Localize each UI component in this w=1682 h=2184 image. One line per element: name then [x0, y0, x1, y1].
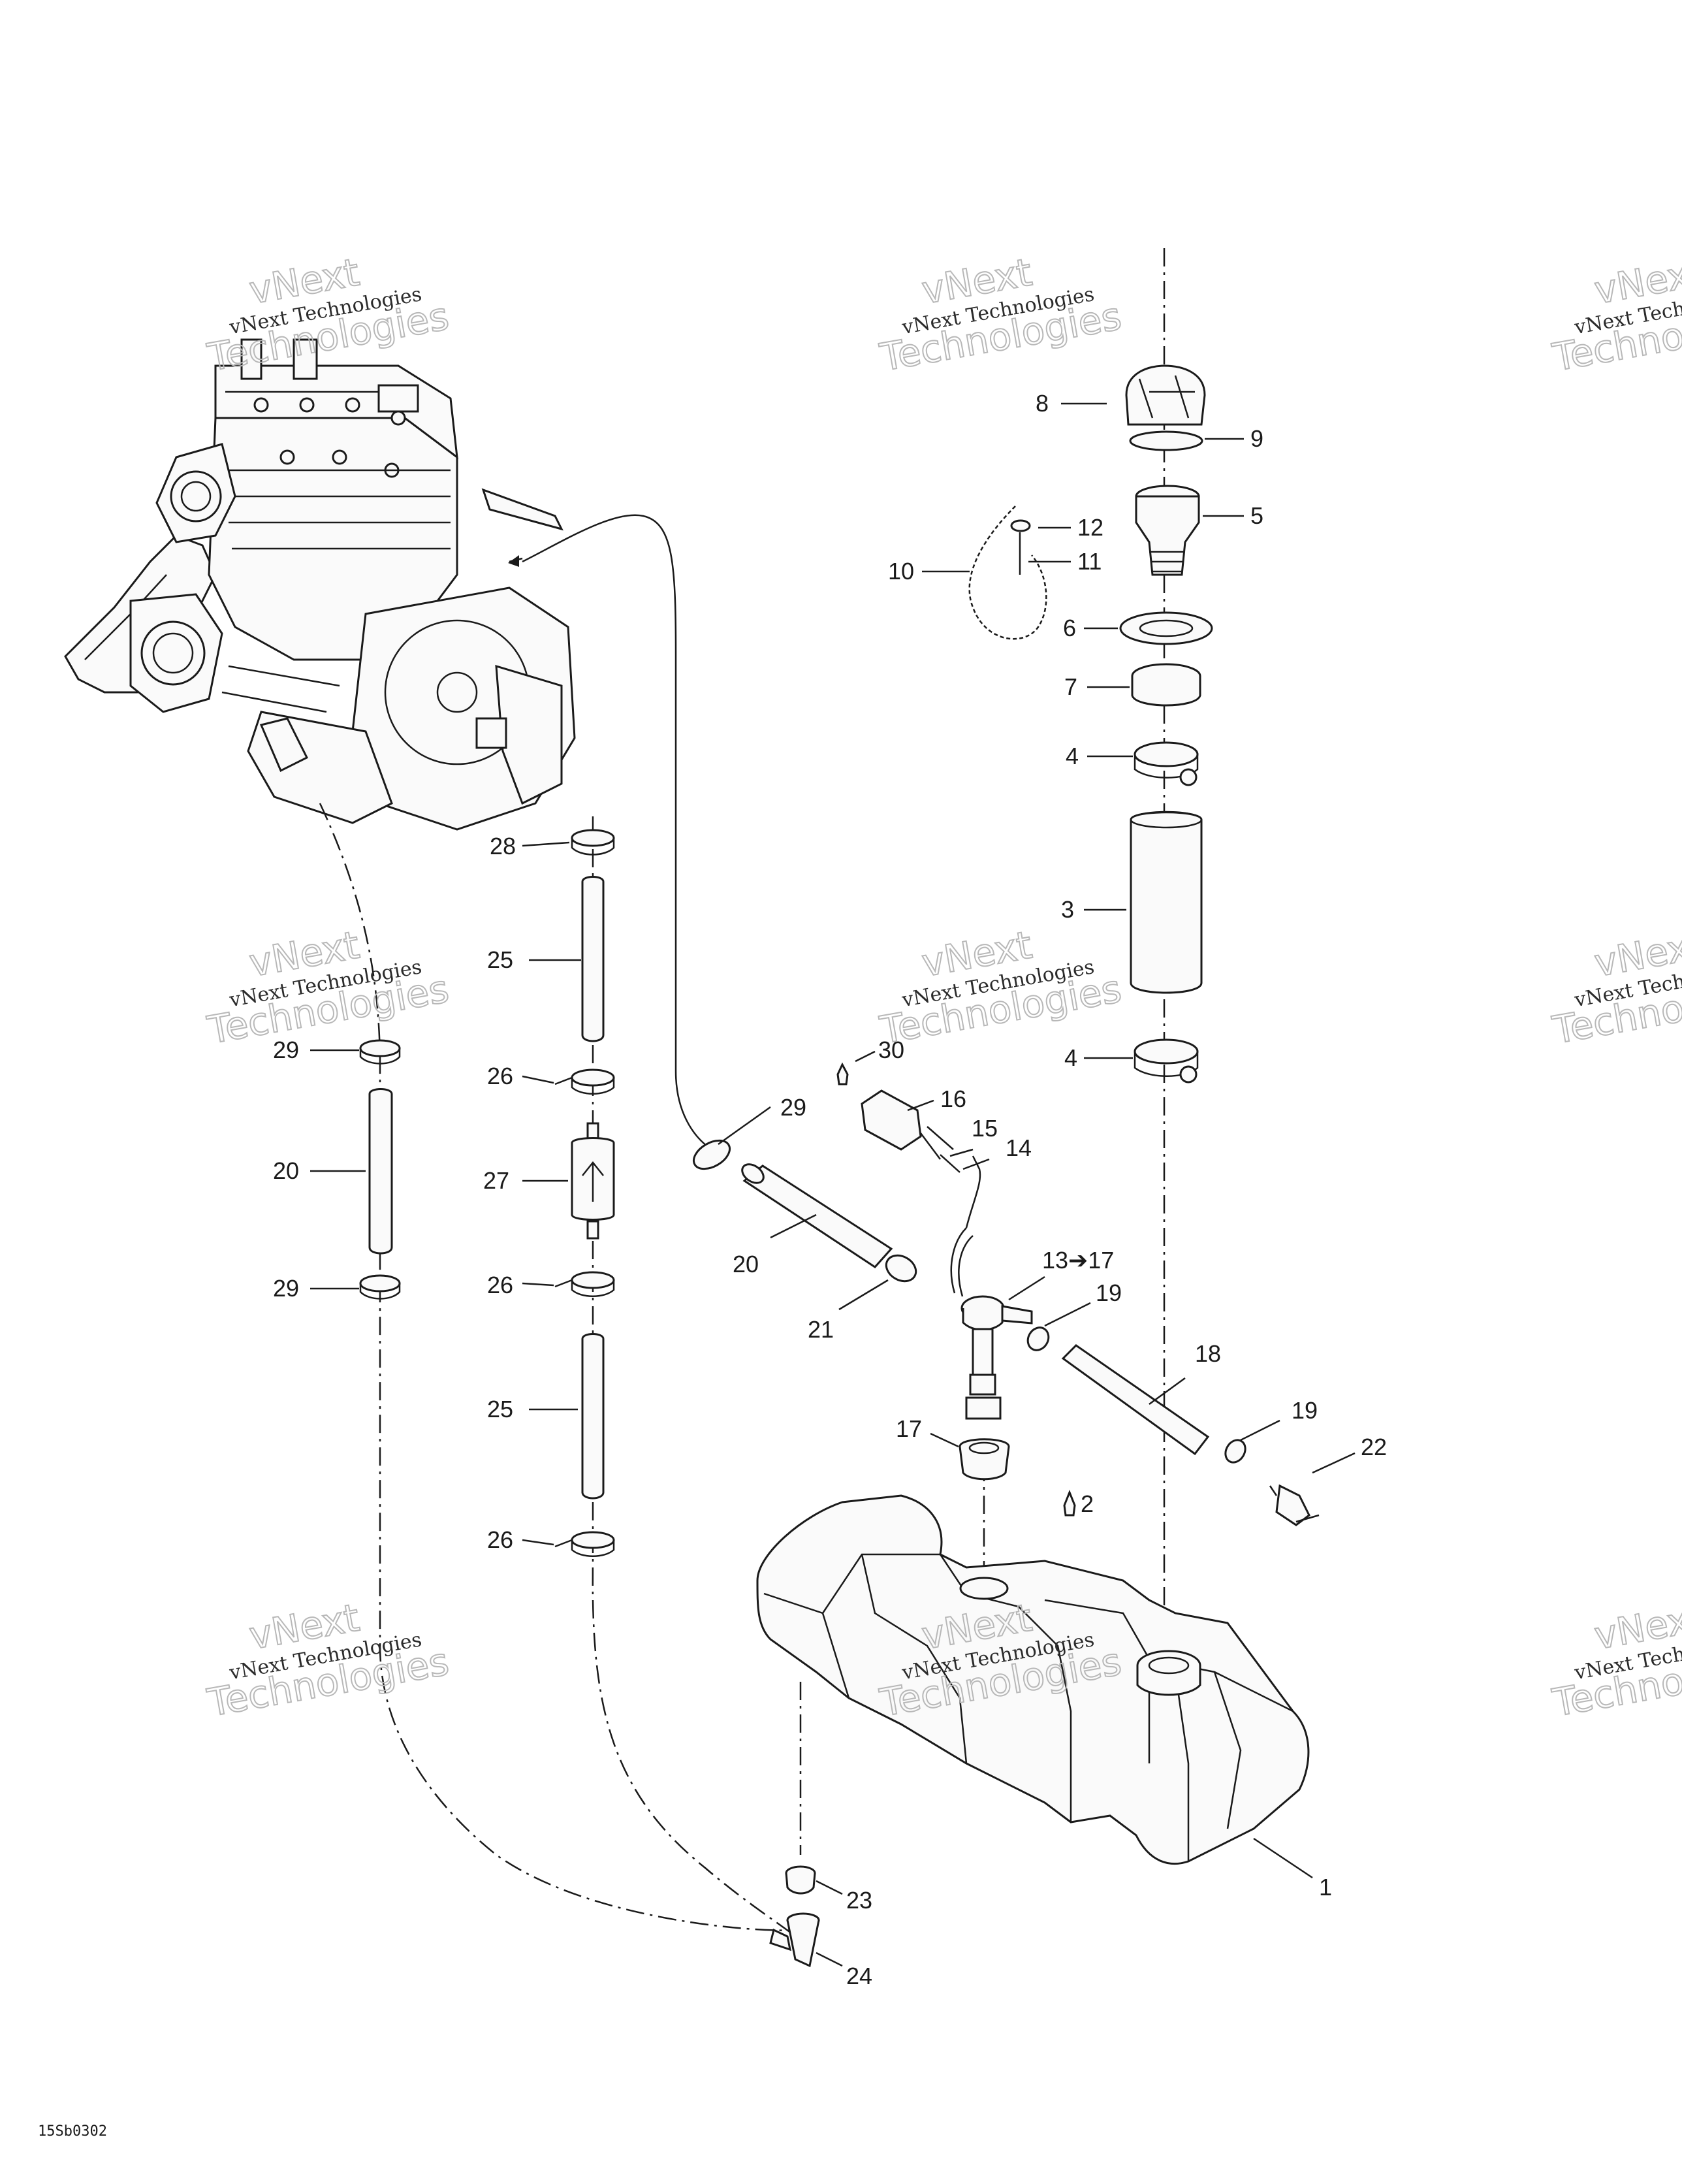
- clamp-19-a: [1026, 1326, 1050, 1351]
- callout: 2: [1081, 1490, 1094, 1517]
- cap-chain: [968, 506, 1047, 640]
- grommet-17: [959, 1396, 1010, 1481]
- callout: 30: [878, 1036, 904, 1063]
- centerline-left: [319, 803, 801, 1931]
- callout: 26: [487, 1272, 513, 1298]
- watermark-3: vNext Technologies vNext Technologies: [1549, 249, 1682, 380]
- hose-25-lower: [581, 1333, 605, 1500]
- callout: 19: [1292, 1397, 1318, 1424]
- callout: 6: [1063, 615, 1076, 641]
- hose-25-upper: [581, 876, 605, 1042]
- hose-clamp-lower: [1134, 1038, 1199, 1084]
- watermark-2: vNext Technologies vNext Technologies: [876, 249, 1126, 380]
- clamp-26-b: [554, 1271, 615, 1297]
- callout: 23: [846, 1887, 872, 1914]
- callout: 12: [1077, 514, 1103, 541]
- chain-washer: [1010, 519, 1031, 532]
- clamp-19-b: [1224, 1439, 1246, 1464]
- fuel-cap: [1125, 364, 1206, 426]
- callout: 19: [1096, 1279, 1122, 1306]
- callout: 18: [1195, 1340, 1221, 1367]
- plug-2: [1063, 1489, 1076, 1517]
- callout: 26: [487, 1063, 513, 1089]
- callout: 17: [896, 1415, 922, 1442]
- clamp-29-lower: [359, 1274, 401, 1300]
- fuel-tank: [756, 1494, 1310, 1865]
- hose-20-centre: [742, 1164, 893, 1268]
- callout: 20: [733, 1251, 759, 1277]
- cap-gasket: [1129, 430, 1203, 451]
- hose-20-left: [368, 1088, 393, 1255]
- callout: 4: [1066, 743, 1079, 769]
- callout: 4: [1064, 1044, 1077, 1071]
- watermark-7: vNext Technologies vNext Technologies: [204, 1594, 453, 1726]
- watermark-9: vNext Technologies vNext Technologies: [1549, 1594, 1682, 1726]
- callout: 5: [1250, 502, 1263, 529]
- clamp-26-c: [554, 1531, 615, 1557]
- callout: 8: [1036, 390, 1049, 417]
- centerline-middle: [592, 816, 804, 1944]
- callout: 25: [487, 946, 513, 973]
- drawing-code: 15Sb0302: [38, 2123, 107, 2140]
- callout: 15: [972, 1115, 998, 1142]
- callout: 25: [487, 1396, 513, 1422]
- callout: 14: [1006, 1134, 1032, 1161]
- clamp-29-upper: [359, 1039, 401, 1065]
- hose-clamp-upper: [1134, 741, 1199, 786]
- callout: 7: [1064, 673, 1077, 700]
- engine-assembly: [64, 338, 576, 831]
- callout: 9: [1250, 425, 1263, 452]
- clamp-21: [885, 1254, 917, 1283]
- watermark-5: vNext Technologies vNext Technologies: [876, 922, 1126, 1053]
- callout: 24: [846, 1963, 872, 1989]
- clamp-28: [571, 829, 615, 856]
- plug-30: [836, 1062, 849, 1085]
- fuel-filter: [571, 1122, 615, 1240]
- callout: 16: [940, 1085, 966, 1112]
- watermark-1: vNext Technologies vNext Technologies: [204, 249, 453, 380]
- watermark-4: vNext Technologies vNext Technologies: [204, 922, 453, 1053]
- drain-fitting-24: [769, 1912, 820, 1968]
- filler-neck: [1135, 485, 1200, 576]
- callout: 10: [888, 558, 914, 585]
- watermark-6: vNext Technologies vNext Technologies: [1549, 922, 1682, 1053]
- clamp-26-a: [554, 1068, 615, 1095]
- callout: 20: [273, 1157, 299, 1184]
- callout: 3: [1061, 896, 1074, 923]
- hose-18: [1061, 1344, 1210, 1456]
- sensor-wire: [965, 1155, 981, 1228]
- fuel-tee: [950, 1227, 1033, 1396]
- callout: 21: [808, 1316, 834, 1343]
- callout: 13➔17: [1042, 1247, 1114, 1274]
- callout: 28: [490, 833, 516, 859]
- callout: 29: [780, 1094, 806, 1121]
- callout: 29: [273, 1275, 299, 1302]
- grommet-23: [785, 1865, 816, 1895]
- vent-valve-22: [1269, 1484, 1320, 1526]
- neck-gasket: [1119, 611, 1213, 645]
- callout: 22: [1361, 1434, 1387, 1460]
- callout: 27: [483, 1167, 509, 1194]
- return-line: [522, 514, 712, 1151]
- callout: 29: [273, 1036, 299, 1063]
- callout: 26: [487, 1526, 513, 1553]
- callout-labels: 1 2 3 4 4 5 6 7 8 9 10 11 12 13➔17 14 15…: [273, 390, 1387, 1989]
- callout: 1: [1319, 1874, 1332, 1901]
- callout: 11: [1077, 548, 1102, 575]
- clamp-29-centre: [693, 1139, 731, 1170]
- connector-16: [861, 1089, 922, 1151]
- leader-lines: [310, 402, 1356, 1967]
- filler-nut: [1131, 663, 1201, 707]
- filler-hose: [1130, 811, 1203, 994]
